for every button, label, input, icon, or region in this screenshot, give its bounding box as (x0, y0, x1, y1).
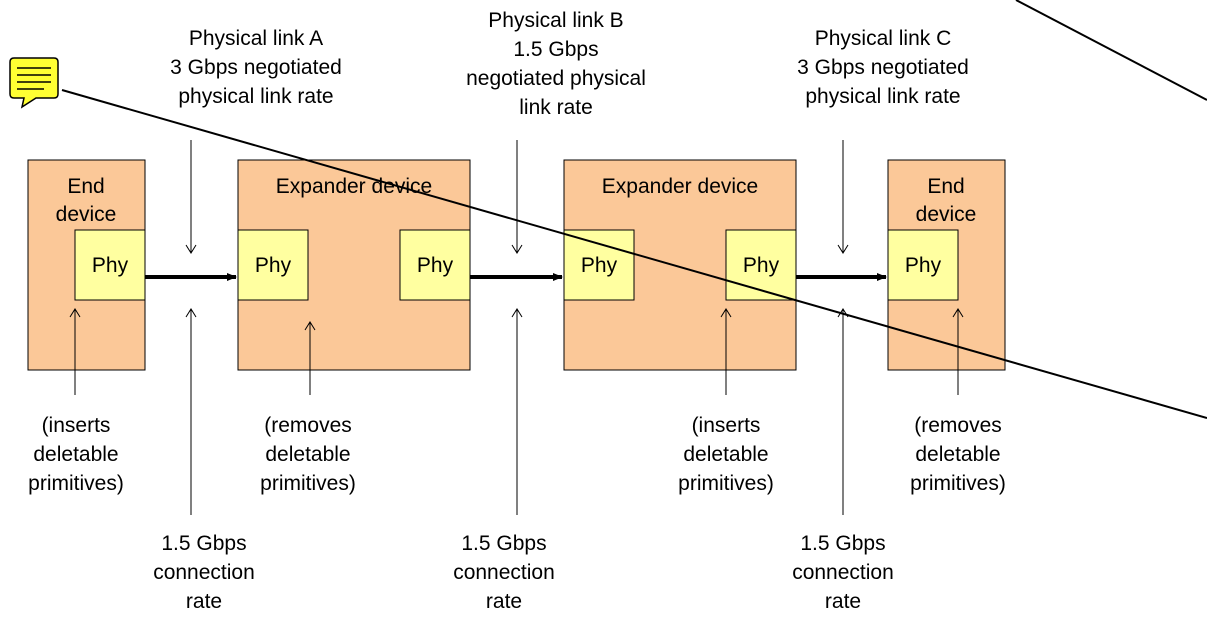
link-c-label-1: Physical link C (815, 27, 952, 50)
link-b-label-2: 1.5 Gbps (513, 38, 598, 61)
end-device-left-label-1: End (67, 175, 104, 198)
pointer-rate-2 (511, 308, 523, 515)
link-a-label-1: Physical link A (189, 27, 323, 50)
end-device-right-label-2: device (916, 203, 977, 226)
note-2-line-3: primitives) (260, 472, 356, 495)
phy-label: Phy (255, 254, 292, 277)
note-2-line-2: deletable (265, 443, 350, 466)
rate-3-line-3: rate (825, 590, 861, 613)
phy-label: Phy (905, 254, 942, 277)
phy-label: Phy (581, 254, 618, 277)
phy-label: Phy (743, 254, 780, 277)
rate-3-line-2: connection (792, 561, 894, 584)
link-a-label-3: physical link rate (178, 85, 333, 108)
note-4-line-3: primitives) (910, 472, 1006, 495)
pointer-link-c (837, 140, 849, 254)
end-device-left-label-2: device (56, 203, 117, 226)
link-a-label-2: 3 Gbps negotiated (170, 56, 342, 79)
rate-3-line-1: 1.5 Gbps (800, 532, 885, 555)
comment-note-icon[interactable] (9, 57, 59, 109)
annotation-line-diagonal (61, 89, 1207, 419)
pointer-note-1 (69, 308, 81, 395)
pointer-link-b (511, 140, 523, 254)
note-3-line-3: primitives) (678, 472, 774, 495)
phy-label: Phy (417, 254, 454, 277)
rate-1-line-3: rate (186, 590, 222, 613)
note-1-line-2: deletable (33, 443, 118, 466)
annotation-line-top (1015, 0, 1207, 101)
rate-1-line-1: 1.5 Gbps (161, 532, 246, 555)
pointer-note-3 (720, 308, 732, 395)
pointer-rate-3 (837, 308, 849, 515)
expander-device-right-label: Expander device (602, 175, 758, 198)
note-3-line-1: (inserts (692, 414, 761, 437)
rate-2-line-1: 1.5 Gbps (461, 532, 546, 555)
rate-2-line-3: rate (486, 590, 522, 613)
end-device-right-label-1: End (927, 175, 964, 198)
phy-exp2-right (725, 229, 797, 301)
note-4-line-1: (removes (914, 414, 1002, 437)
note-1-line-1: (inserts (42, 414, 111, 437)
link-b-label-4: link rate (519, 96, 593, 119)
phy-exp1-left (237, 229, 309, 301)
phy-exp1-right (399, 229, 471, 301)
phy-exp2-left (563, 229, 635, 301)
note-3-line-2: deletable (683, 443, 768, 466)
note-4-line-2: deletable (915, 443, 1000, 466)
link-c-label-2: 3 Gbps negotiated (797, 56, 969, 79)
link-b-label-1: Physical link B (488, 9, 623, 32)
phy-end-right (887, 229, 959, 301)
note-2-line-1: (removes (264, 414, 352, 437)
link-b-label-3: negotiated physical (466, 67, 646, 90)
phy-end-left (74, 229, 146, 301)
pointer-note-4 (952, 308, 964, 395)
expander-device-left-label: Expander device (276, 175, 432, 198)
pointer-link-a (185, 140, 197, 254)
pointer-rate-1 (185, 308, 197, 515)
pointer-note-2 (304, 321, 316, 395)
rate-1-line-2: connection (153, 561, 255, 584)
link-c-label-3: physical link rate (805, 85, 960, 108)
phy-label: Phy (92, 254, 129, 277)
note-1-line-3: primitives) (28, 472, 124, 495)
rate-2-line-2: connection (453, 561, 555, 584)
